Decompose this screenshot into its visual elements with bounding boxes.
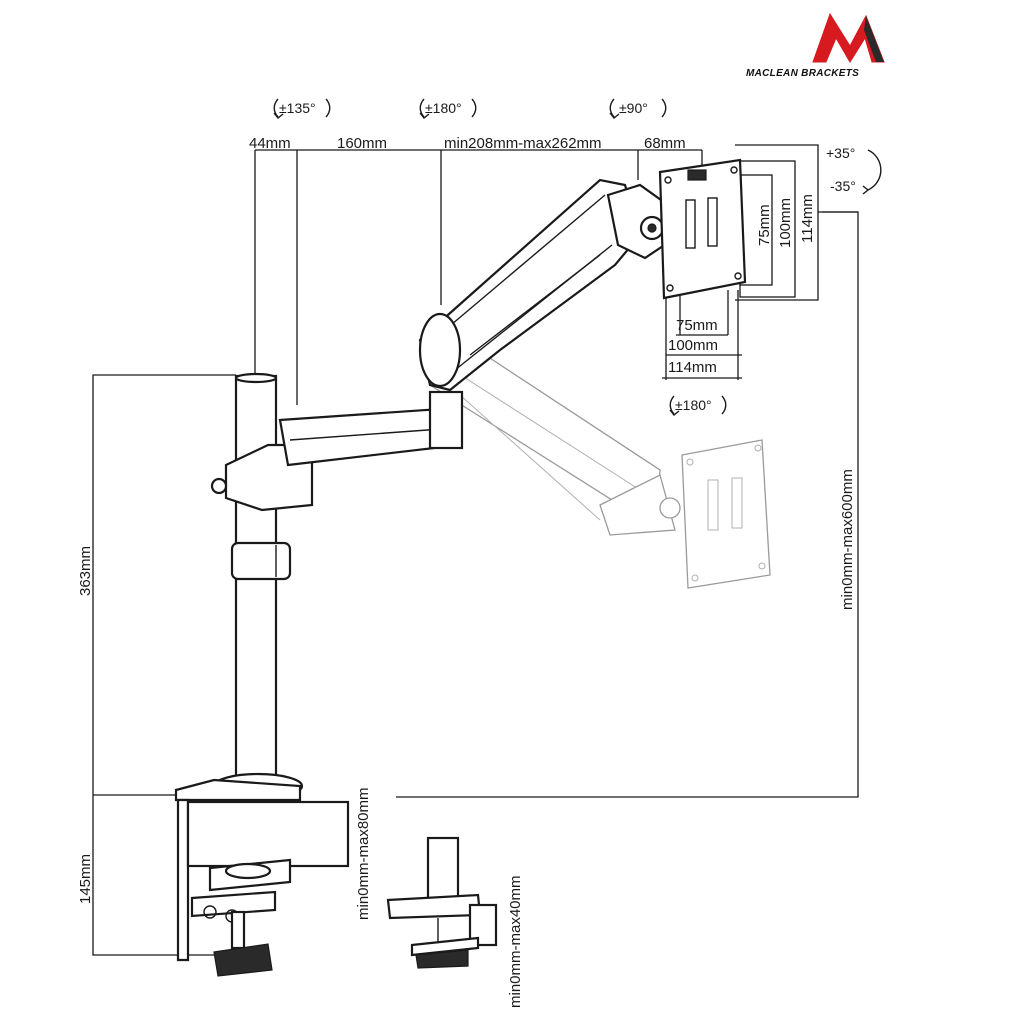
cable-clip [230,541,292,581]
tilt-down-label: -35° [830,178,856,194]
dim-top-arm: min208mm-max262mm [444,135,602,152]
logo-m-shadow [864,16,884,62]
tilt-up-label: +35° [826,145,855,161]
upper-arm [418,178,642,392]
brand-logo: MACLEAN BRACKETS [746,12,885,79]
pole [230,372,292,786]
rotation-arm-joint-label: ±180° [425,100,462,116]
tilt-indicator: +35° -35° [826,145,882,195]
desk-clamp: min0mm-max80mm [174,772,372,977]
dim-vertical-reach: min0mm-max600mm [839,469,856,610]
vesa-h75: 75mm [676,317,718,334]
grommet-clamp: min0mm-max40mm [386,836,524,1008]
lower-arm [210,390,464,512]
rotation-pole-joint: ±135° [273,98,331,119]
vesa-v100: 100mm [777,198,794,248]
rotation-head-swivel-label: ±90° [619,100,648,116]
rotation-pole-joint-label: ±135° [279,100,316,116]
rotation-head-rotation-label: ±180° [675,397,712,413]
dim-top-44: 44mm [249,135,291,152]
ghost-vesa-plate [681,439,771,589]
vesa-v114: 114mm [799,194,816,243]
dim-top-68: 68mm [644,135,686,152]
lowered-arm-ghost [429,344,771,589]
rotation-head-rotation: ±180° [669,395,727,416]
monitor-head [606,158,747,300]
rotation-head-swivel: ±90° [609,98,667,119]
vesa-h100: 100mm [668,337,718,354]
dim-top-160: 160mm [337,135,387,152]
dim-clamp-height: 145mm [77,854,94,904]
dim-pole-height: 363mm [77,546,94,596]
top-dimension-line: 44mm 160mm min208mm-max262mm 68mm [249,135,703,405]
rotation-arm-joint: ±180° [419,98,477,119]
vesa-h114: 114mm [668,359,717,376]
dim-desk-clamp: min0mm-max80mm [355,787,372,920]
vertical-reach-dimension: min0mm-max600mm [396,211,859,798]
brand-name: MACLEAN BRACKETS [746,68,859,79]
pole-height-dimension: 363mm 145mm [77,374,236,956]
vesa-plate [658,158,747,300]
dim-grommet-clamp: min0mm-max40mm [507,875,524,1008]
vesa-v75: 75mm [756,204,773,246]
vesa-frames: 75mm 100mm 114mm 75mm 100mm 114mm [662,144,858,380]
